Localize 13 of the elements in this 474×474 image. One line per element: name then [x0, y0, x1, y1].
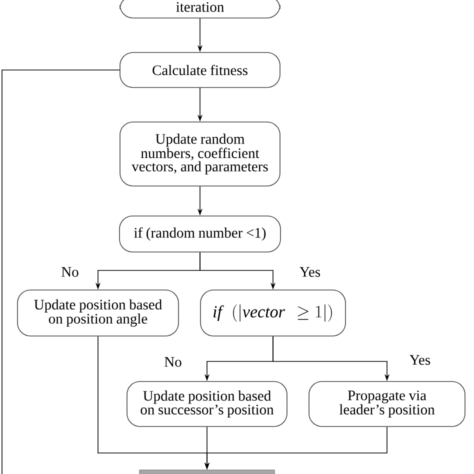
process-box: Calculate fitness	[120, 52, 280, 88]
process-box	[139, 470, 275, 474]
process-box: iteration	[120, 0, 280, 18]
process-box: Propagate via leader’s position	[308, 381, 466, 427]
edge-label: Yes	[298, 266, 322, 278]
edge-label: No	[60, 266, 80, 278]
decision-box: if (random number <1)	[119, 216, 281, 252]
edge-label: Yes	[408, 354, 432, 366]
edge-label: No	[163, 356, 183, 368]
decision-box: $\mathit{if}\ \ \left(\left|\mathit{vector}\ \ \geq 1\right|\right)$	[200, 290, 346, 336]
process-box: Update position based on position angle	[17, 290, 179, 336]
process-box: Update position based on successor’s position	[126, 381, 288, 427]
process-box: Update random numbers, coefficient vectors, and parameters	[120, 122, 280, 186]
